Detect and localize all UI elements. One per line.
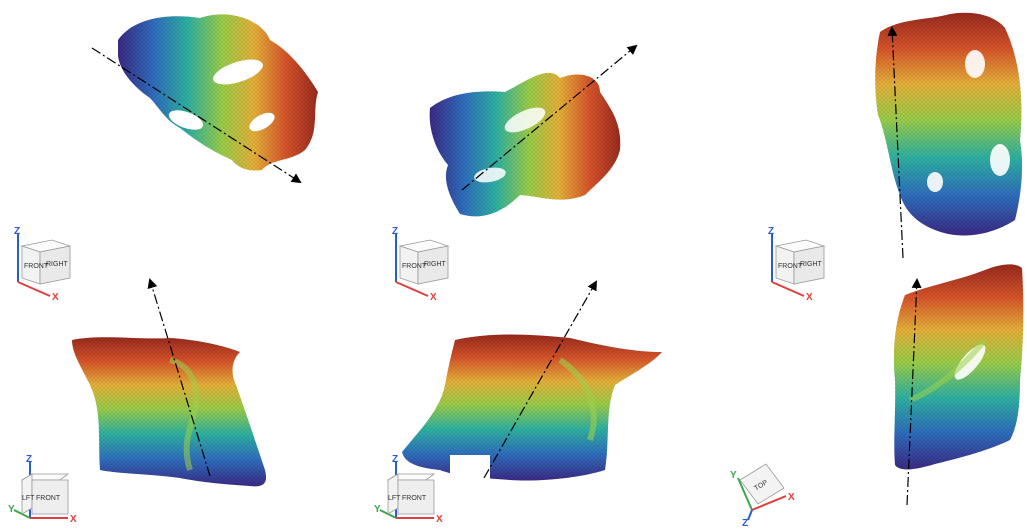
gyroid-surface-top-left <box>118 14 318 171</box>
gizmo2-x-label: X <box>430 292 437 303</box>
view-cube-icon: Z X FRONT RIGHT <box>392 226 450 303</box>
gyroid-surface-bottom-right <box>893 264 1024 470</box>
gizmo6-x-label: X <box>788 492 795 503</box>
gizmo3-x-label: X <box>806 292 813 303</box>
gizmo6-z-label: Z <box>742 518 748 529</box>
view-cube-icon: Z X FRONT RIGHT <box>768 226 826 303</box>
gizmo4-left-label: LFT <box>22 495 35 502</box>
gizmo3-front-label: FRONT <box>778 263 803 270</box>
view-cube-icon: Z X FRONT RIGHT <box>14 226 72 303</box>
gizmo1-right-label: RIGHT <box>46 261 69 268</box>
direction-arrow-6 <box>906 278 922 506</box>
view-cube-icon: Y X Z TOP <box>730 463 795 529</box>
gizmo4-z-label: Z <box>26 454 32 465</box>
gizmo2-front-label: FRONT <box>402 263 427 270</box>
gizmo1-front-label: FRONT <box>24 263 49 270</box>
gizmo3-z-label: Z <box>768 226 774 237</box>
gizmo5-left-label: LFT <box>388 495 401 502</box>
gyroid-surface-bottom-middle <box>402 334 662 481</box>
gizmo1-z-label: Z <box>14 226 20 237</box>
direction-arrow-3 <box>887 26 904 259</box>
gizmo6-y-label: Y <box>730 470 737 481</box>
gizmo2-right-label: RIGHT <box>424 261 447 268</box>
direction-arrow-2 <box>461 44 638 191</box>
gizmo1-x-label: X <box>52 292 59 303</box>
gizmo4-front-label: FRONT <box>36 495 61 502</box>
gizmo4-x-label: X <box>70 514 77 525</box>
gizmo4-y-label: Y <box>8 504 15 515</box>
view-cube-icon: Z X Y FRONT LFT <box>374 454 443 525</box>
gizmo5-front-label: FRONT <box>402 495 427 502</box>
direction-arrow-5 <box>483 280 597 479</box>
gizmo2-z-label: Z <box>392 226 398 237</box>
view-cube-icon: Z X Y FRONT LFT <box>8 454 77 525</box>
direction-arrow-1 <box>91 47 302 184</box>
gizmo3-right-label: RIGHT <box>800 261 823 268</box>
direction-arrow-4 <box>147 278 211 477</box>
gyroid-surface-bottom-left <box>72 337 267 487</box>
gyroid-surface-top-middle <box>429 72 621 217</box>
gizmo5-y-label: Y <box>374 504 381 515</box>
gizmo5-z-label: Z <box>392 454 398 465</box>
gyroid-surface-top-right <box>875 12 1023 236</box>
gizmo5-x-label: X <box>436 514 443 525</box>
